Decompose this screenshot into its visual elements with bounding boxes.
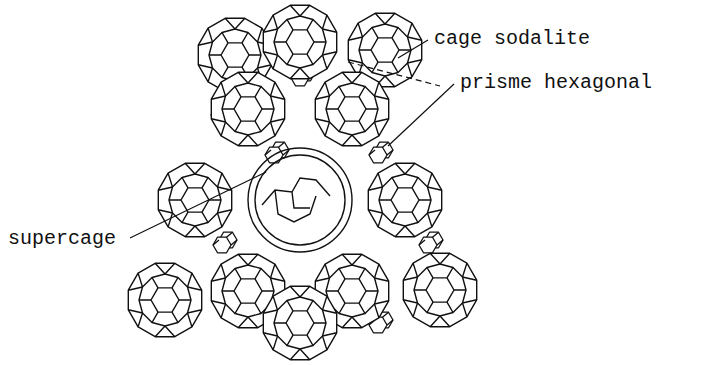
part-label: supercage (6, 228, 118, 250)
sodalite-cages (128, 5, 476, 359)
supercage-window (248, 148, 352, 252)
part-label: cage sodalite (432, 28, 592, 50)
leader-lines (130, 40, 454, 238)
part-label: prisme hexagonal (458, 72, 654, 94)
